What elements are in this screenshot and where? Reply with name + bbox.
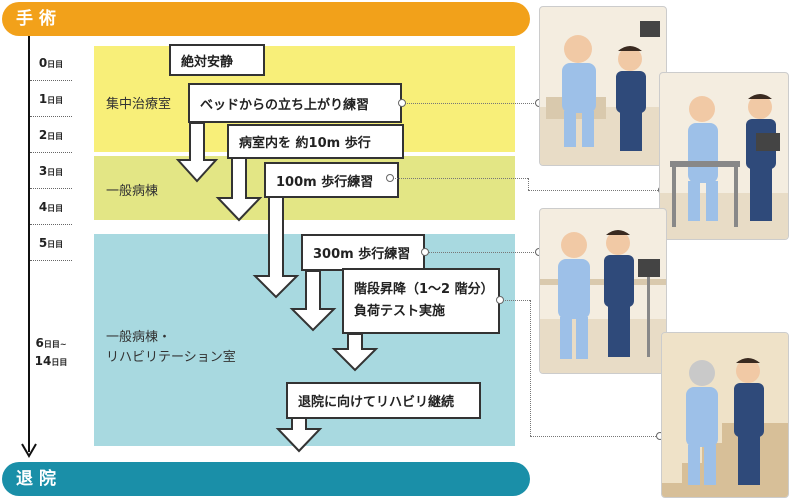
connector-line [528, 190, 662, 191]
day-0: 0日目 [38, 56, 64, 70]
patient-icon [689, 96, 715, 122]
day-range-start: 6日目~ [35, 336, 67, 350]
divider [30, 260, 72, 261]
connector-line [528, 178, 529, 190]
rehab-label-line1: 一般病棟・ [106, 330, 172, 345]
connector-line [530, 436, 660, 437]
step-walk-10m: 病室内を 約10m 歩行 [227, 124, 404, 159]
illustration-stairs [661, 332, 789, 498]
general-ward-label: 一般病棟 [106, 184, 159, 199]
step-load-test-label: 負荷テスト実施 [354, 304, 446, 319]
step-walk-100m: 100m 歩行練習 [264, 162, 399, 198]
illustration-hallway-walk [539, 208, 667, 374]
day-1: 1日目 [38, 92, 64, 106]
connector-dot [398, 99, 406, 107]
staff-icon [618, 47, 642, 71]
day-5: 5日目 [38, 236, 64, 250]
walker-icon [670, 161, 740, 167]
illustration-bedside-standing [539, 6, 667, 166]
connector-line [530, 300, 531, 436]
staff-icon [736, 359, 760, 383]
step-absolute-rest: 絶対安静 [169, 44, 265, 76]
surgery-header: 手術 [2, 2, 530, 36]
step-stairs-and-load-test: 階段昇降（1〜2 階分） 負荷テスト実施 [342, 268, 500, 334]
patient-icon [564, 35, 592, 63]
day-3: 3日目 [38, 164, 64, 178]
day-2: 2日目 [38, 128, 64, 142]
divider [30, 224, 72, 225]
connector-line [402, 103, 538, 104]
day-range-end: 14日目 [34, 354, 68, 368]
divider [30, 188, 72, 189]
rehab-label-line2: リハビリテーション室 [106, 350, 236, 365]
step-stand-up-practice: ベッドからの立ち上がり練習 [188, 83, 402, 123]
divider [30, 116, 72, 117]
connector-line [500, 300, 530, 301]
discharge-label: 退院 [16, 469, 62, 489]
monitor-icon [638, 259, 660, 277]
connector-line [425, 252, 538, 253]
divider [30, 152, 72, 153]
surgery-label: 手術 [16, 9, 62, 29]
step-continue-rehab: 退院に向けてリハビリ継続 [286, 382, 481, 419]
illustration-walker [659, 72, 789, 240]
step-walk-300m: 300m 歩行練習 [301, 234, 425, 271]
connector-dot [496, 296, 504, 304]
staff-icon [748, 95, 772, 119]
connector-line [390, 178, 528, 179]
connector-dot [421, 248, 429, 256]
divider [30, 80, 72, 81]
day-4: 4日目 [38, 200, 64, 214]
staff-icon [606, 231, 630, 255]
discharge-footer: 退院 [2, 462, 530, 496]
patient-icon [689, 360, 715, 386]
patient-icon [561, 232, 587, 258]
icu-label: 集中治療室 [106, 97, 172, 112]
step-stairs-label: 階段昇降（1〜2 階分） [354, 282, 494, 297]
connector-dot [386, 174, 394, 182]
